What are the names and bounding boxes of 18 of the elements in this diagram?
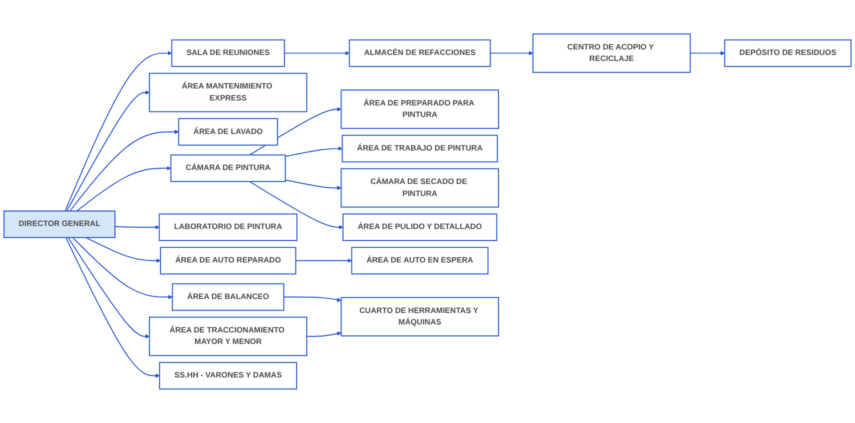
arrow (68, 237, 150, 339)
arrow (114, 225, 160, 230)
arrow (690, 51, 725, 56)
arrow (490, 51, 534, 56)
arrow (76, 166, 172, 212)
arrow (66, 90, 150, 212)
arrow (64, 51, 172, 212)
arrow (65, 237, 160, 378)
arrow (295, 258, 352, 263)
arrow (284, 51, 350, 56)
arrow (284, 146, 342, 157)
arrow (283, 296, 342, 302)
arrow (284, 179, 342, 190)
arrow (306, 332, 342, 337)
arrow (249, 181, 344, 230)
arrow (72, 237, 173, 300)
arrow (86, 237, 161, 263)
arrow (69, 130, 179, 212)
